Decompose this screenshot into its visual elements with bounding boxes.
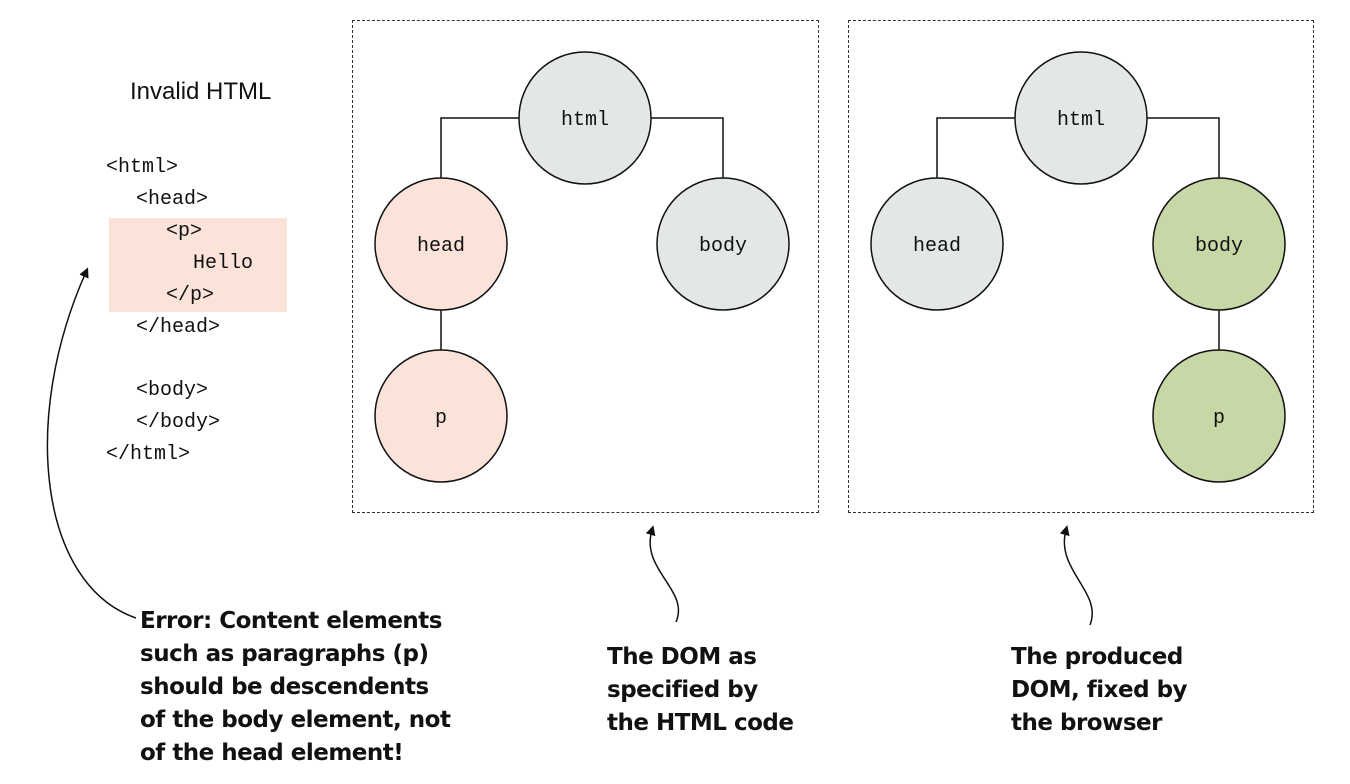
produced-tree-edges	[936, 117, 1220, 350]
produced-tree-nodes: html head body p	[870, 51, 1286, 483]
node-body: body	[656, 177, 790, 311]
node-p: p	[1152, 349, 1286, 483]
node-label: head	[417, 235, 465, 258]
caption-line: of the head element!	[140, 740, 404, 766]
caption-line: of the body element, not	[140, 707, 451, 733]
edge-html-body	[1146, 117, 1220, 178]
node-html: html	[1014, 51, 1148, 185]
edge-html-head	[936, 117, 1016, 178]
caption-line: The produced	[1011, 644, 1183, 670]
specified-annotation-arrow	[645, 525, 679, 623]
error-annotation-arrow	[46, 267, 137, 619]
specified-dom-box	[352, 20, 819, 513]
node-label: p	[435, 407, 447, 430]
edge-html-head	[440, 117, 520, 178]
node-body: body	[1152, 177, 1286, 311]
node-label: head	[913, 235, 961, 258]
node-head: head	[870, 177, 1004, 311]
specified-tree-nodes: html head body p	[374, 51, 790, 483]
error-caption: Error: Content elements such as paragrap…	[140, 605, 451, 770]
node-label: html	[561, 109, 609, 132]
node-label: p	[1213, 407, 1225, 430]
caption-line: specified by	[607, 677, 758, 703]
produced-annotation-arrow	[1059, 525, 1093, 626]
node-label: html	[1057, 109, 1105, 132]
code-line: </html>	[106, 443, 191, 466]
code-line: <html>	[106, 156, 179, 179]
produced-dom-box	[848, 20, 1314, 513]
invalid-html-title: Invalid HTML	[130, 78, 272, 105]
node-head: head	[374, 177, 508, 311]
node-html: html	[518, 51, 652, 185]
code-line: </head>	[136, 316, 221, 339]
caption-line: Error: Content elements	[140, 608, 442, 634]
code-line: <p>	[166, 220, 203, 243]
specified-dom-caption: The DOM as specified by the HTML code	[607, 641, 794, 740]
code-line: </p>	[166, 284, 215, 307]
caption-line: should be descendents	[140, 674, 429, 700]
code-line: <body>	[136, 379, 209, 402]
node-p: p	[374, 349, 508, 483]
caption-line: the browser	[1011, 710, 1162, 736]
node-label: body	[699, 235, 747, 258]
caption-line: such as paragraphs (p)	[140, 641, 429, 667]
error-highlight	[109, 218, 287, 312]
specified-tree-edges	[440, 117, 724, 350]
produced-dom-caption: The produced DOM, fixed by the browser	[1011, 641, 1188, 740]
code-line: Hello	[193, 252, 254, 275]
node-label: body	[1195, 235, 1243, 258]
caption-line: The DOM as	[607, 644, 757, 670]
code-line: <head>	[136, 188, 209, 211]
caption-line: DOM, fixed by	[1011, 677, 1188, 703]
edge-html-body	[650, 117, 724, 178]
caption-line: the HTML code	[607, 710, 794, 736]
code-line: </body>	[136, 411, 221, 434]
